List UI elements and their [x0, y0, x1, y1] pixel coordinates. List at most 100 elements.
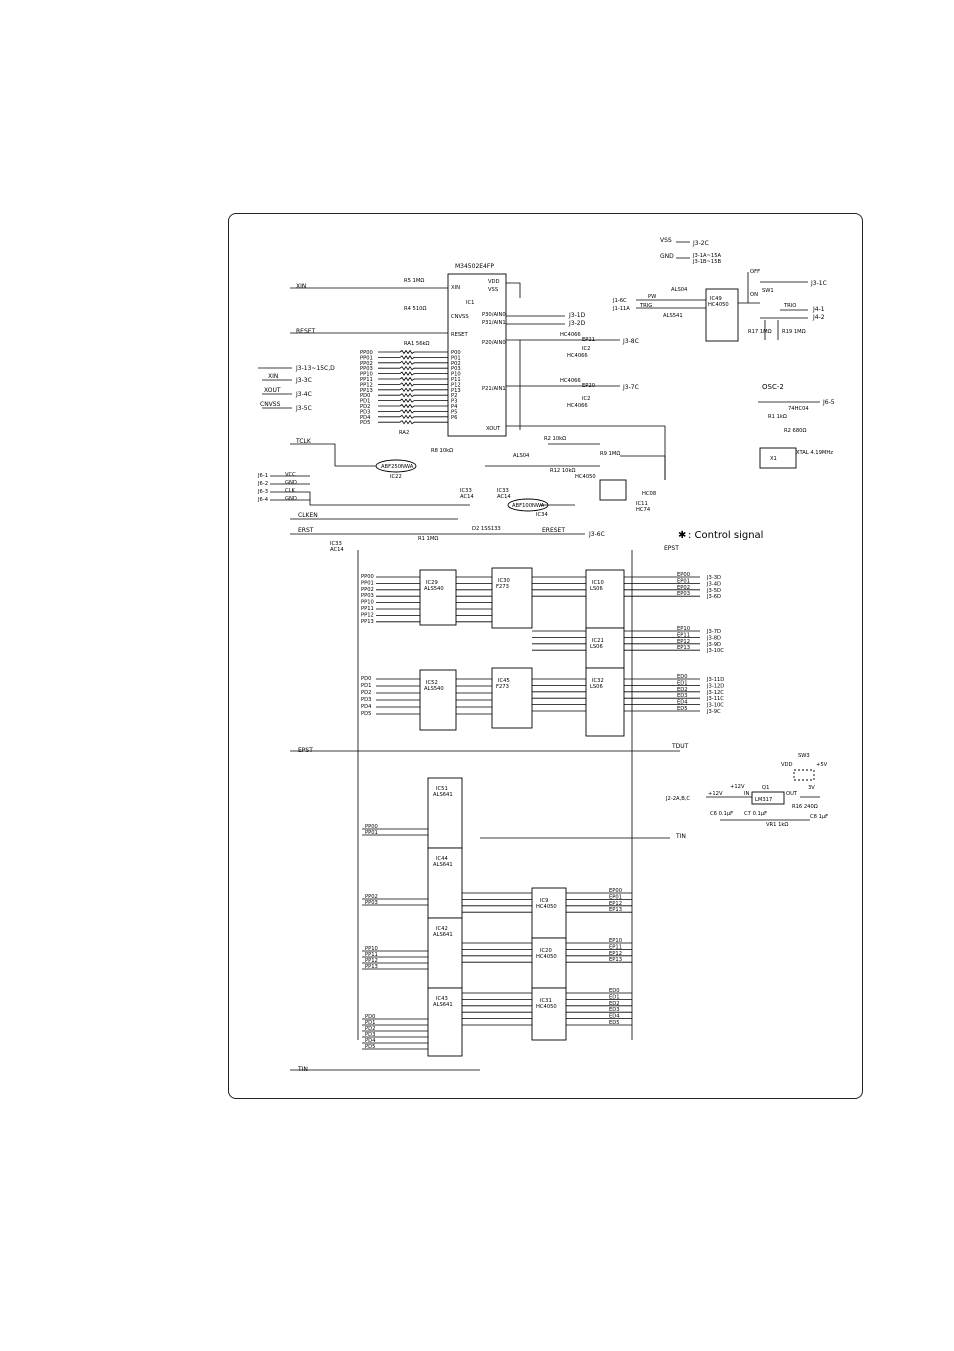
ic1-pin-label: P3 [451, 399, 457, 405]
svg-text:XIN: XIN [451, 285, 460, 291]
ic1-input-label: PD1 [360, 399, 370, 405]
svg-text:ERST: ERST [298, 527, 314, 534]
ic1-input-wire [378, 371, 448, 376]
als641-input: PD2 [365, 1026, 375, 1032]
svg-text:J3-3C: J3-3C [295, 377, 312, 384]
ls06-output: ED0 [677, 674, 688, 680]
ic1-input-label: PD5 [360, 420, 370, 426]
ls06-connector: J3-11D [706, 677, 724, 683]
ic49-box [705, 288, 739, 342]
svg-text:LM317: LM317 [755, 797, 772, 803]
svg-text:TRIG: TRIG [639, 303, 652, 309]
svg-text:3V: 3V [808, 785, 815, 791]
svg-text:IC33: IC33 [330, 541, 342, 547]
ls06-output: EP12 [677, 639, 690, 645]
svg-text:TCLK: TCLK [295, 438, 312, 445]
sw3-box [793, 769, 815, 781]
svg-text:PW: PW [648, 294, 656, 300]
als641-input: PP10 [365, 946, 378, 952]
ls06-connector: J3-3D [706, 575, 721, 581]
svg-text:HC74: HC74 [636, 507, 651, 513]
svg-text:J2-2A,B,C: J2-2A,B,C [665, 796, 690, 802]
ls06-connector: J3-10C [706, 703, 724, 709]
ic-name: IC10 [592, 580, 604, 586]
ic-box [419, 569, 457, 626]
ic1-input-label: PP03 [360, 366, 373, 372]
svg-text:VDD: VDD [488, 279, 500, 285]
ls06-output: EP01 [677, 578, 690, 584]
ic-name: IC42 [436, 926, 448, 932]
q1-box [751, 791, 785, 805]
ic-name: IC51 [436, 786, 448, 792]
ic29-input: PP12 [361, 612, 374, 618]
ic1-pin-label: P11 [451, 377, 461, 383]
svg-text:IN: IN [744, 791, 750, 797]
ic-box [419, 669, 457, 731]
svg-text:J6-1: J6-1 [257, 473, 268, 479]
ic1-input-label: PP02 [360, 361, 373, 367]
ic49-block: IC49 HC4050 OFF ON SW1 TRIO J3-1C J4-1 J… [612, 269, 827, 342]
ls06-output: ED5 [677, 706, 688, 712]
als641-input: PP01 [365, 830, 378, 836]
ls06-connector: J3-7D [706, 629, 721, 635]
svg-text:CNVSS: CNVSS [260, 401, 281, 408]
ic-part: LS06 [590, 586, 603, 592]
ls06-connector: J3-11C [706, 696, 724, 702]
svg-text:XIN: XIN [296, 283, 306, 290]
svg-text:74HC04: 74HC04 [788, 406, 809, 412]
ic-part: ALS540 [424, 686, 444, 692]
svg-text:J3-1A~15A: J3-1A~15A [692, 253, 721, 259]
ic1-pin-label: P02 [451, 361, 461, 367]
svg-text:XIN: XIN [268, 373, 278, 380]
svg-text:ERESET: ERESET [542, 527, 565, 534]
ic-box [585, 627, 625, 669]
hc4050-box [531, 937, 567, 989]
svg-text:J3-8C: J3-8C [622, 338, 639, 345]
svg-text:ABF250NWA: ABF250NWA [381, 464, 414, 470]
ic-name: IC32 [592, 678, 604, 684]
svg-text:AC14: AC14 [330, 547, 344, 553]
ic1-input-wire [378, 392, 448, 398]
svg-text:ALS04: ALS04 [513, 453, 530, 459]
ic1-pin-label: P12 [451, 382, 461, 388]
svg-text:X1: X1 [770, 456, 777, 462]
ic1-pin-label: P00 [451, 350, 461, 356]
svg-text:R1 1kΩ: R1 1kΩ [768, 414, 787, 420]
ic1-input-wire [378, 414, 448, 420]
mid-section-chips: IC29ALS540IC52ALS540IC30F273IC45F273IC10… [361, 567, 724, 737]
ls06-connector: J3-12D [706, 683, 724, 689]
svg-text:+5V: +5V [816, 762, 828, 768]
svg-text:ON: ON [750, 292, 758, 298]
ic-part: LS06 [590, 684, 603, 690]
ic1-input-wire [378, 382, 448, 387]
ls06-connector: J3-5D [706, 588, 721, 594]
ic-part: LS06 [590, 644, 603, 650]
svg-text:CLKEN: CLKEN [298, 512, 318, 519]
svg-text:OSC-2: OSC-2 [762, 383, 784, 391]
svg-text:J6-3: J6-3 [257, 489, 268, 495]
als641-input: PP11 [365, 952, 378, 958]
ic1-input-label: PD2 [360, 404, 370, 410]
ls06-output: EP11 [677, 632, 690, 638]
als641-input: PD0 [365, 1014, 375, 1020]
svg-text:P30/AIN0: P30/AIN0 [482, 312, 506, 318]
schematic-frame [228, 213, 863, 1099]
ic-name: IC31 [540, 998, 552, 1004]
svg-text:EP20: EP20 [582, 383, 595, 389]
ic1-pin-label: P5 [451, 409, 457, 415]
ic29-input: PP02 [361, 587, 374, 593]
ic-box [491, 567, 533, 629]
svg-text:R19 1MΩ: R19 1MΩ [782, 329, 806, 335]
osc-2-block: OSC-2 74HC04 J6-5 R1 1kΩ R2 680Ω X1 XTAL… [758, 383, 835, 469]
svg-text:✱: ✱ [678, 530, 686, 541]
svg-text:HC4066: HC4066 [560, 332, 581, 338]
svg-text:TDUT: TDUT [671, 743, 689, 750]
ic1-input-label: PP10 [360, 372, 373, 378]
ic-name: IC9 [540, 898, 548, 904]
ic-part: HC4050 [536, 904, 557, 910]
ic1-pin-label: P01 [451, 355, 461, 361]
als641-input: PP03 [365, 900, 378, 906]
hc4050-box [531, 887, 567, 939]
ic1-input-label: PP13 [360, 388, 373, 394]
ic1-input-wire [378, 387, 448, 393]
